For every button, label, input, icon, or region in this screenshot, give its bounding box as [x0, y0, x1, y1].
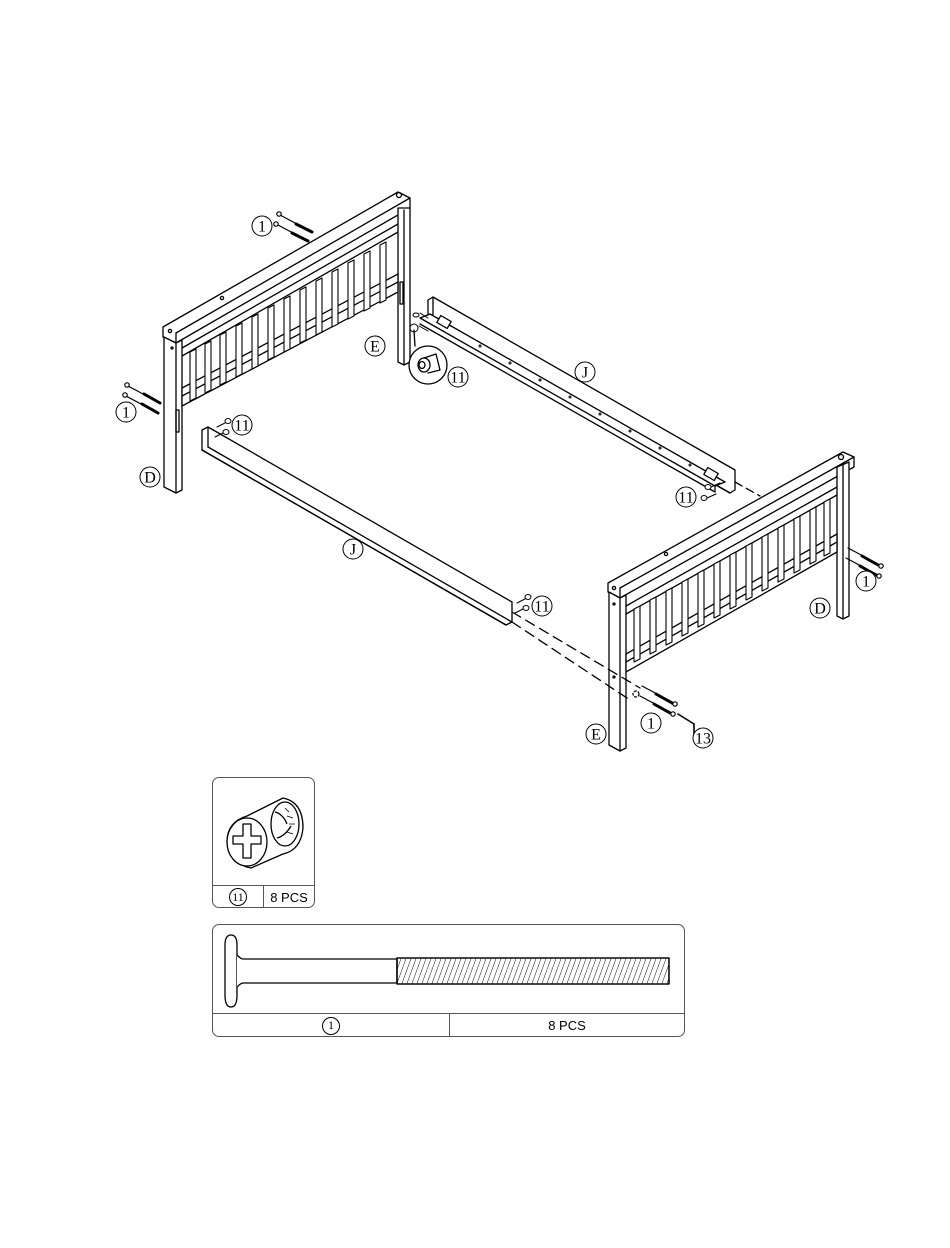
- cam-nut-qty: 8 PCS: [264, 886, 314, 908]
- part-box-cam-nut: 11 8 PCS: [212, 777, 315, 908]
- callout-post-d-left: D: [144, 470, 156, 487]
- cam-nut-icon: [213, 778, 314, 886]
- callout-rail-j-front: J: [350, 542, 356, 559]
- callout-post-d-right: D: [814, 601, 826, 618]
- bolt-qty: 8 PCS: [450, 1014, 684, 1037]
- callout-cam-front: 11: [534, 599, 549, 616]
- bolt-id-cell: 1: [213, 1014, 450, 1037]
- bolt-icon: [213, 925, 684, 1013]
- callout-post-e-front: E: [591, 727, 601, 744]
- callout-cam-left: 11: [234, 418, 249, 435]
- bolt-table: 1 8 PCS: [213, 1013, 684, 1037]
- callout-bolt-left: 1: [122, 405, 130, 422]
- part-box-bolt: 1 8 PCS: [212, 924, 685, 1037]
- bolt-set-top: [274, 212, 312, 241]
- cam-nuts-front: [515, 595, 531, 614]
- callout-bolt-right: 1: [862, 574, 870, 591]
- callout-bolt-top: 1: [258, 219, 266, 236]
- callout-wrench: 13: [695, 731, 711, 748]
- cam-nut-id-cell: 11: [213, 886, 264, 908]
- cam-nut-detail-zoom: [409, 330, 447, 384]
- allen-wrench: [678, 714, 694, 740]
- callout-rail-j-back: J: [582, 365, 588, 382]
- cam-nuts-back: [410, 313, 428, 332]
- side-rail-front: [202, 427, 640, 700]
- cam-nut-table: 11 8 PCS: [213, 885, 314, 908]
- callout-cam-back: 11: [450, 370, 465, 387]
- bolt-id-badge: 1: [322, 1017, 340, 1035]
- bolt-set-bottom: [633, 686, 677, 716]
- callout-post-e-back: E: [370, 339, 380, 356]
- cam-nut-id-badge: 11: [229, 888, 247, 906]
- side-rail-back: [420, 297, 760, 496]
- callout-cam-right-back: 11: [678, 490, 693, 507]
- callout-bolt-bottom: 1: [647, 716, 655, 733]
